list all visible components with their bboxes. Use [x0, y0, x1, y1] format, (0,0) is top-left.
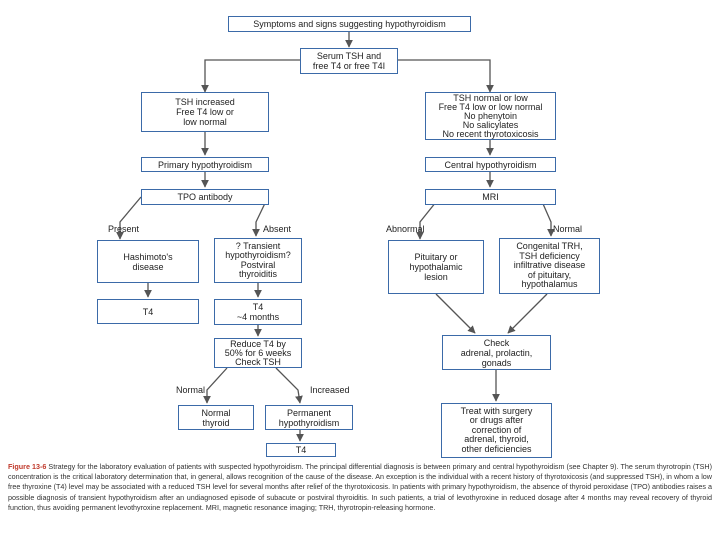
t4-bottom-box: T4: [266, 443, 336, 457]
tpo-text: TPO antibody: [177, 192, 233, 202]
tsh-normal-line: Free T4 low or low normal: [438, 101, 543, 112]
branch-serum-right: [398, 59, 494, 93]
central-hypothyroidism-box: Central hypothyroidism: [425, 157, 556, 172]
check-adrenal-box: Check adrenal, prolactin, gonads: [442, 335, 551, 370]
symptoms-text: Symptoms and signs suggesting hypothyroi…: [253, 19, 446, 29]
arrow-mri-abnormal: [416, 196, 441, 240]
tsh-normal-line: No phenytoin: [463, 110, 518, 121]
t4-left-text: T4: [142, 306, 154, 317]
arrow-pituitary-check: [435, 293, 476, 334]
figure-label: Figure 13-6: [8, 462, 47, 471]
tpo-antibody-box: TPO antibody: [141, 189, 269, 205]
caption-text: Strategy for the laboratory evaluation o…: [8, 462, 712, 512]
transient-line: hypothyroidism?: [225, 250, 291, 260]
arrow-tpo-present: [116, 196, 142, 240]
label-normal-right: Normal: [553, 224, 583, 234]
primary-text: Primary hypothyroidism: [157, 159, 253, 170]
label-normal-left: Normal: [176, 385, 206, 395]
congenital-line: infiltrative disease: [513, 260, 586, 271]
treat-line: or drugs after: [469, 415, 524, 426]
tsh-normal-box: TSH normal or low Free T4 low or low nor…: [425, 92, 556, 140]
tsh-normal-line: No salicylates: [462, 119, 519, 130]
tsh-normal-line: No recent thyrotoxicosis: [442, 128, 539, 139]
arrow-reduce-increased: [275, 367, 303, 404]
branch-serum-left: [201, 59, 300, 93]
symptoms-box: Symptoms and signs suggesting hypothyroi…: [228, 16, 471, 32]
tsh-increased-box: TSH increased Free T4 low or low normal: [141, 92, 269, 132]
transient-line: Postviral: [240, 259, 276, 270]
treat-line: other deficiencies: [461, 443, 532, 454]
check-line: gonads: [481, 357, 512, 368]
transient-line: ? Transient: [235, 240, 281, 251]
normal-thyroid-line: thyroid: [202, 417, 230, 428]
arrow-tpo-absent: [252, 196, 269, 237]
t4-bottom-text: T4: [295, 445, 307, 455]
flowchart-connectors: [116, 32, 555, 442]
check-line: Check: [483, 337, 510, 348]
primary-hypothyroidism-box: Primary hypothyroidism: [141, 157, 269, 172]
t4-4months-box: T4 ~4 months: [214, 299, 302, 325]
label-present: Present: [108, 224, 140, 234]
permanent-line: Permanent: [286, 407, 332, 418]
congenital-box: Congenital TRH, TSH deficiency infiltrat…: [499, 238, 600, 294]
hashimoto-box: Hashimoto's disease: [97, 240, 199, 283]
treat-line: Treat with surgery: [460, 405, 533, 416]
t4-left-box: T4: [97, 299, 199, 324]
tsh-increased-line: TSH increased: [175, 97, 235, 107]
t4-4months-line: ~4 months: [236, 312, 280, 322]
treat-box: Treat with surgery or drugs after correc…: [441, 403, 552, 458]
normal-thyroid-line: Normal: [201, 407, 231, 418]
tsh-increased-line: low normal: [183, 117, 227, 127]
transient-line: thyroiditis: [238, 269, 277, 279]
check-line: adrenal, prolactin,: [460, 347, 533, 358]
hashimoto-line: disease: [132, 261, 164, 272]
serum-tsh-line: Serum TSH and: [316, 51, 382, 61]
arrow-congenital-check: [507, 293, 548, 334]
treat-line: correction of: [471, 424, 522, 435]
mri-text: MRI: [482, 192, 499, 202]
congenital-line: of pituitary,: [527, 269, 572, 280]
serum-t4-line: free T4 or free T4I: [312, 61, 386, 71]
serum-tsh-box: Serum TSH and free T4 or free T4I: [300, 48, 398, 74]
transient-box: ? Transient hypothyroidism? Postviral th…: [214, 238, 302, 283]
label-absent: Absent: [263, 224, 292, 234]
hashimoto-line: Hashimoto's: [123, 251, 173, 262]
congenital-line: Congenital TRH,: [516, 241, 583, 252]
tsh-normal-line: TSH normal or low: [453, 92, 528, 103]
label-abnormal: Abnormal: [386, 224, 425, 234]
t4-4months-line: T4: [252, 302, 264, 312]
pituitary-line: Pituitary or: [414, 252, 458, 262]
permanent-hypothyroidism-box: Permanent hypothyroidism: [265, 405, 353, 430]
reduce-line: Reduce T4 by: [230, 338, 286, 349]
mri-box: MRI: [425, 189, 556, 205]
label-increased: Increased: [310, 385, 350, 395]
pituitary-lesion-box: Pituitary or hypothalamic lesion: [388, 240, 484, 294]
permanent-line: hypothyroidism: [278, 417, 340, 428]
reduce-line: 50% for 6 weeks: [224, 347, 292, 358]
central-text: Central hypothyroidism: [444, 159, 537, 170]
arrow-mri-normal: [539, 196, 555, 237]
arrow-reduce-normal: [203, 367, 228, 404]
normal-thyroid-box: Normal thyroid: [178, 405, 254, 430]
treat-line: adrenal, thyroid,: [464, 434, 529, 445]
congenital-line: TSH deficiency: [519, 250, 580, 261]
tsh-increased-line: Free T4 low or: [176, 107, 234, 117]
reduce-line: Check TSH: [235, 356, 281, 367]
pituitary-line: lesion: [424, 272, 448, 282]
pituitary-line: hypothalamic: [409, 262, 463, 272]
reduce-t4-box: Reduce T4 by 50% for 6 weeks Check TSH: [214, 338, 302, 368]
congenital-line: hypothalamus: [521, 279, 578, 290]
figure-caption: Figure 13-6 Strategy for the laboratory …: [8, 462, 712, 513]
